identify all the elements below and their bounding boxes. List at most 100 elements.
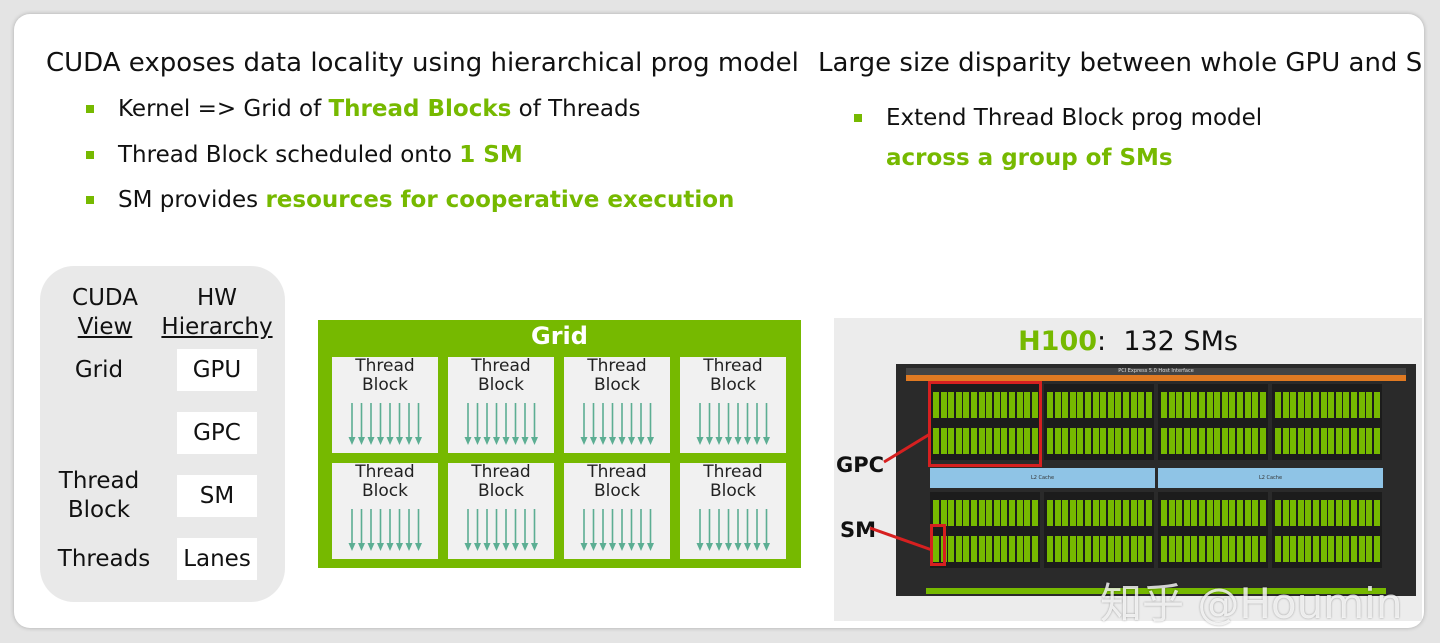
sm-unit — [1123, 500, 1129, 526]
sm-unit — [1062, 392, 1069, 418]
gigathread-engine — [906, 375, 1406, 381]
thread-arrow-head — [628, 437, 635, 445]
gpc-block — [1044, 492, 1154, 568]
sm-unit — [1191, 536, 1198, 562]
thread-arrow-head — [386, 543, 394, 551]
sm-unit — [1062, 536, 1069, 562]
thread-arrow-head — [618, 543, 626, 551]
thread-arrow-head — [763, 543, 770, 551]
sm-unit — [1107, 536, 1114, 562]
sm-unit — [1001, 536, 1008, 562]
thread-arrow-head — [377, 437, 384, 445]
sm-unit — [1001, 392, 1008, 418]
label-line: Block — [478, 375, 524, 395]
bullet-square-icon — [86, 196, 94, 204]
label-line: Block — [710, 481, 756, 501]
h100-die-panel: H100: 132 SMs PCI Express 5.0 Host Inter… — [834, 318, 1422, 621]
thread-arrow-head — [474, 543, 481, 551]
hw-gpc-box: GPC — [177, 412, 257, 454]
thread-arrow-head — [715, 543, 723, 551]
sm-unit — [1024, 428, 1031, 454]
label-line: Thread — [471, 356, 531, 376]
sm-unit — [1047, 428, 1053, 454]
sm-unit — [1176, 428, 1183, 454]
thread-arrows — [348, 509, 422, 551]
sm-unit — [986, 428, 993, 454]
thread-arrow-head — [715, 437, 723, 445]
gpc-block — [1158, 492, 1268, 568]
sm-unit — [1313, 428, 1319, 454]
sm-unit — [1001, 428, 1008, 454]
header-line: HW — [196, 285, 238, 311]
sm-unit — [1343, 428, 1350, 454]
right-heading: Large size disparity between whole GPU a… — [818, 48, 1424, 78]
sm-unit — [1107, 500, 1114, 526]
sm-unit — [1259, 536, 1266, 562]
gpc-callout-label: GPC — [836, 453, 885, 477]
thread-arrow-head — [744, 437, 751, 445]
thread-arrow-head — [483, 543, 491, 551]
thread-arrow-head — [734, 437, 742, 445]
sm-unit — [1024, 536, 1031, 562]
sm-unit — [1351, 428, 1357, 454]
thread-arrow-head — [396, 437, 403, 445]
sm-unit — [1138, 392, 1145, 418]
sm-unit — [1100, 392, 1107, 418]
sm-unit — [1100, 500, 1107, 526]
pcie-interface: PCI Express 5.0 Host Interface — [906, 368, 1406, 375]
sm-unit — [1237, 428, 1243, 454]
thread-arrows — [696, 403, 770, 445]
sm-unit — [963, 536, 970, 562]
sm-unit — [1138, 536, 1145, 562]
sm-unit — [1085, 428, 1091, 454]
sm-unit — [1145, 536, 1152, 562]
sm-unit — [1092, 500, 1099, 526]
sm-unit — [1016, 500, 1023, 526]
sm-unit — [1016, 392, 1023, 418]
thread-arrow-head — [580, 437, 588, 445]
sm-unit — [1145, 428, 1152, 454]
sm-unit — [1183, 500, 1190, 526]
bullet-text: SM provides — [118, 187, 266, 213]
sm-unit — [1214, 428, 1221, 454]
sm-unit — [1335, 392, 1342, 418]
sm-unit — [1069, 500, 1076, 526]
sm-unit — [955, 392, 962, 418]
sm-unit — [1366, 428, 1373, 454]
sm-unit — [1297, 392, 1304, 418]
sm-unit — [971, 536, 977, 562]
thread-arrow-head — [580, 543, 588, 551]
thread-arrow-head — [637, 437, 645, 445]
sm-unit — [1290, 428, 1297, 454]
bullet-square-icon — [86, 105, 94, 113]
sm-unit — [1069, 428, 1076, 454]
sm-unit — [1275, 536, 1281, 562]
sm-unit — [971, 392, 977, 418]
sm-unit — [1031, 428, 1038, 454]
thread-arrow-head — [590, 543, 597, 551]
label-line: Thread — [587, 356, 647, 376]
sm-unit — [1123, 536, 1129, 562]
sm-unit — [1259, 392, 1266, 418]
sm-unit — [1313, 392, 1319, 418]
sm-unit — [1313, 500, 1319, 526]
sm-unit — [1130, 428, 1137, 454]
label-line: Block — [362, 375, 408, 395]
sm-unit — [1168, 392, 1175, 418]
left-heading: CUDA exposes data locality using hierarc… — [46, 48, 799, 78]
label-line: Block — [362, 481, 408, 501]
sm-unit — [1358, 500, 1365, 526]
sm-unit — [1259, 500, 1266, 526]
sm-unit — [1115, 500, 1122, 526]
sm-unit — [1077, 428, 1084, 454]
thread-arrow-head — [753, 543, 761, 551]
sm-unit — [1199, 536, 1205, 562]
thread-arrow-head — [348, 437, 356, 445]
sm-unit — [1275, 392, 1281, 418]
l2-cache-right: L2 Cache — [1158, 468, 1383, 488]
